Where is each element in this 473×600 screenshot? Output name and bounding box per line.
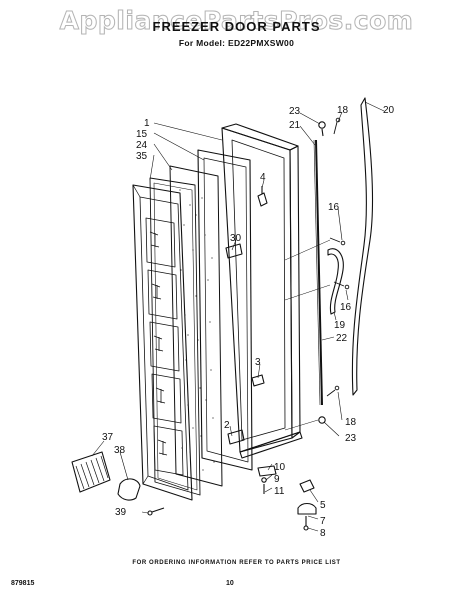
model-line: For Model: ED22PMXSW00	[178, 38, 295, 48]
door-liner	[132, 184, 193, 501]
callout-37: 37	[102, 432, 114, 443]
callout-4: 4	[260, 172, 266, 183]
document-code: 879815	[11, 580, 35, 587]
callout-16-top: 16	[328, 202, 340, 213]
outer-door-shell	[221, 123, 303, 459]
callout-18-bottom: 18	[345, 417, 357, 428]
callout-18-top: 18	[337, 105, 349, 116]
callout-39: 39	[115, 507, 127, 518]
callout-19: 19	[334, 320, 346, 331]
callout-10: 10	[274, 462, 286, 473]
hinge-parts	[225, 186, 268, 445]
callout-30: 30	[230, 233, 242, 244]
screw-39	[147, 507, 165, 516]
callout-15: 15	[136, 129, 148, 140]
callout-24: 24	[136, 140, 148, 151]
page-title: FREEZER DOOR PARTS	[152, 19, 321, 34]
callout-3: 3	[255, 357, 261, 368]
trim-strip	[351, 97, 374, 396]
callout-22: 22	[336, 333, 348, 344]
callout-20: 20	[383, 105, 395, 116]
handle-screws	[329, 237, 350, 290]
ordering-note: FOR ORDERING INFORMATION REFER TO PARTS …	[132, 560, 341, 566]
page-number: 10	[226, 580, 234, 587]
bottom-hardware	[257, 465, 317, 531]
callout-38: 38	[114, 445, 126, 456]
callout-2: 2	[224, 420, 230, 431]
callout-23-bottom: 23	[345, 433, 357, 444]
screws	[326, 117, 341, 397]
callout-5: 5	[320, 500, 326, 511]
watermark: AppliancePartsPros.com	[59, 6, 414, 36]
callout-1: 1	[144, 118, 150, 129]
callout-35: 35	[136, 151, 148, 162]
callout-23-top: 23	[289, 106, 301, 117]
callout-11: 11	[274, 486, 285, 497]
callout-9: 9	[274, 474, 280, 485]
callout-16-bottom: 16	[340, 302, 352, 313]
callout-7: 7	[320, 516, 326, 527]
callout-21: 21	[289, 120, 301, 131]
door-gasket	[149, 177, 201, 496]
door-rod	[313, 121, 326, 424]
callout-8: 8	[320, 528, 326, 539]
callout-labels: 1 15 24 35 23 18 20 21 4 16 30 16 19 22 …	[102, 105, 395, 539]
door-handle	[327, 248, 344, 315]
vent-grille	[71, 451, 111, 493]
hinge-cover	[117, 478, 141, 501]
